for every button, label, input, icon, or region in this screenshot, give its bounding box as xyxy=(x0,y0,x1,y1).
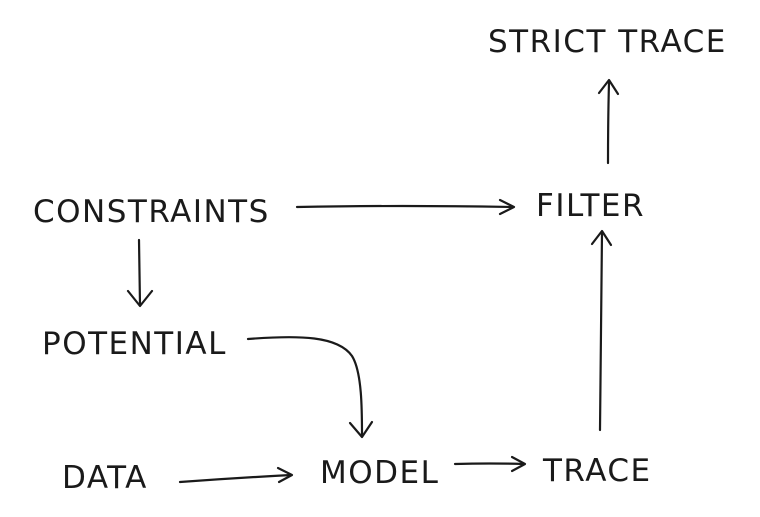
edge-model-to-trace xyxy=(453,455,527,473)
edge-trace-to-filter xyxy=(590,229,613,432)
edge-potential-to-model xyxy=(246,336,374,439)
edge-constraints-to-filter xyxy=(295,198,516,216)
edge-data-to-model xyxy=(178,466,294,484)
node-strict-trace: STRICT TRACE xyxy=(488,24,727,60)
edge-filter-to-strict-trace xyxy=(597,78,620,165)
node-model: MODEL xyxy=(320,455,439,491)
node-data: DATA xyxy=(62,460,148,496)
node-constraints: CONSTRAINTS xyxy=(33,194,270,230)
node-trace: TRACE xyxy=(542,453,652,489)
node-potential: POTENTIAL xyxy=(42,326,227,362)
edge-constraints-to-potential xyxy=(126,238,154,308)
node-filter: FILTER xyxy=(536,188,645,224)
